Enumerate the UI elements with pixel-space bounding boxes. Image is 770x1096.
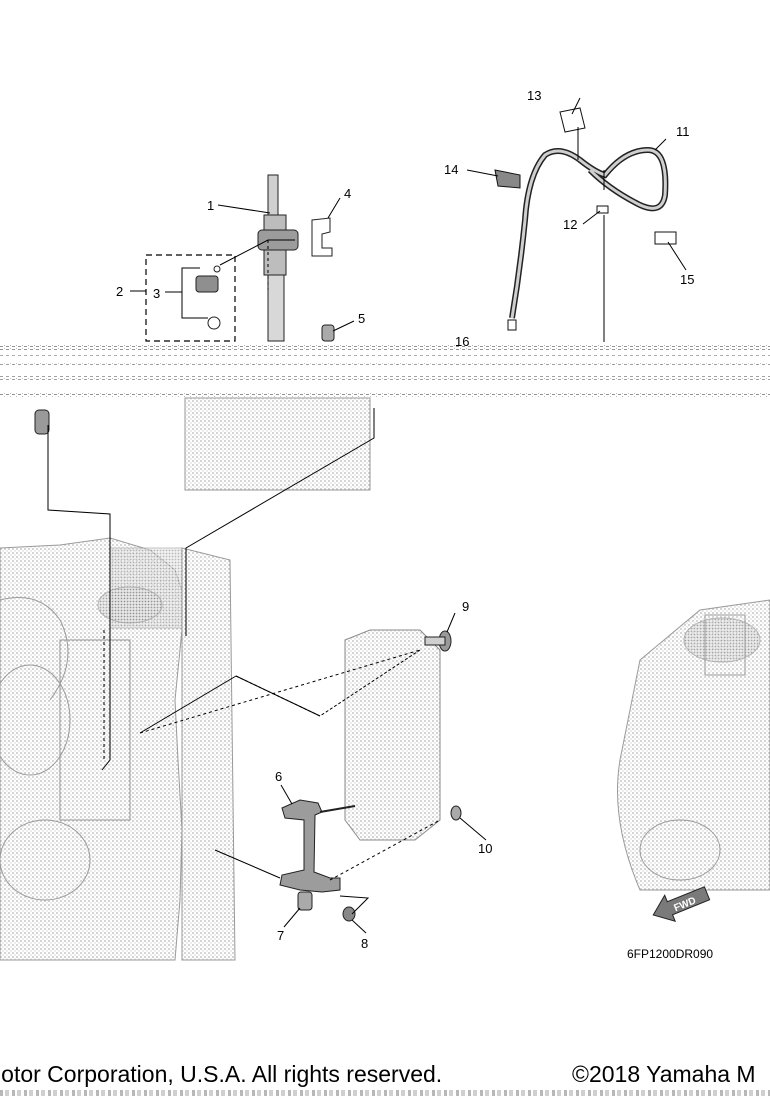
callout-8: 8 [361, 936, 368, 951]
callout-1: 1 [207, 198, 214, 213]
footer-copyright-right: ©2018 Yamaha M [572, 1061, 756, 1087]
callout-14: 14 [444, 162, 458, 177]
callout-4: 4 [344, 186, 351, 201]
callout-11: 11 [676, 124, 690, 139]
callout-13: 13 [527, 88, 541, 103]
engine-block-left [0, 397, 371, 961]
callout-3: 3 [153, 286, 160, 301]
footer-copyright-left: Motor Corporation, U.S.A. All rights res… [0, 1061, 443, 1087]
bracket-assembly [279, 629, 462, 922]
leader-lines [47, 97, 687, 934]
drawing-code: 6FP1200DR090 [627, 947, 714, 961]
scan-noise-band [0, 345, 770, 397]
callout-2: 2 [116, 284, 123, 299]
callout-labels: 1 2 3 4 5 6 7 8 9 10 11 12 13 14 15 16 [116, 88, 694, 951]
callout-10: 10 [478, 841, 492, 856]
kit-dashed-box [145, 254, 236, 342]
footer-noise-strip [0, 1090, 770, 1096]
callout-7: 7 [277, 928, 284, 943]
callout-6: 6 [275, 769, 282, 784]
callout-15: 15 [680, 272, 694, 287]
hose-assembly [494, 107, 677, 331]
engine-block-right [617, 599, 770, 891]
callout-12: 12 [563, 217, 577, 232]
callout-16: 16 [455, 334, 469, 349]
callout-5: 5 [358, 311, 365, 326]
callout-9: 9 [462, 599, 469, 614]
